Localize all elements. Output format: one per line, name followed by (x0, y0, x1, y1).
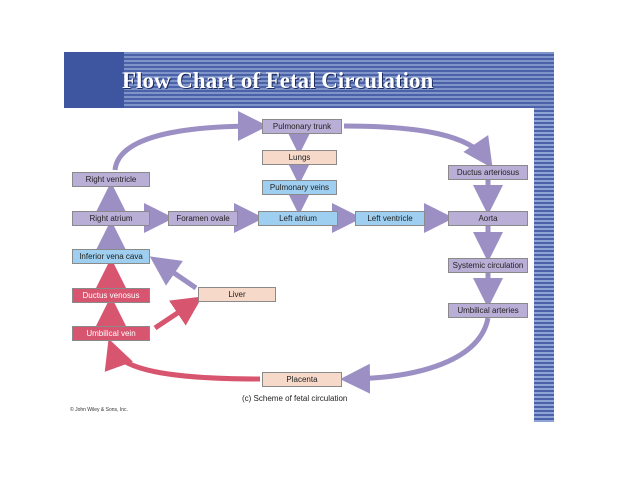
arrow-placenta-to-umbilical-vein (104, 338, 261, 382)
node-aorta: Aorta (448, 211, 528, 226)
node-systemic-circulation: Systemic circulation (448, 258, 528, 273)
node-pulmonary-veins: Pulmonary veins (262, 180, 337, 195)
node-umbilical-vein: Umbilical vein (72, 326, 150, 341)
title-banner-accent (64, 52, 124, 108)
copyright-notice: © John Wiley & Sons, Inc. (70, 407, 128, 413)
node-umbilical-arteries: Umbilical arteries (448, 303, 528, 318)
node-right-atrium: Right atrium (72, 211, 150, 226)
arrow-umbilical-arteries-to-placenta (340, 317, 491, 394)
node-ductus-arteriosus: Ductus arteriosus (448, 165, 528, 180)
node-left-ventricle: Left ventricle (355, 211, 425, 226)
figure-caption: (c) Scheme of fetal circulation (242, 394, 348, 403)
arrow-umbilical-vein-to-liver (153, 296, 203, 331)
node-inferior-vena-cava: Inferior vena cava (72, 249, 150, 264)
node-lungs: Lungs (262, 150, 337, 165)
arrow-liver-to-ivc (149, 256, 198, 291)
right-stripe-band (534, 108, 554, 422)
arrow-pulmonary-trunk-to-ductus-arteriosus (343, 123, 493, 169)
node-right-ventricle: Right ventricle (72, 172, 150, 187)
node-liver: Liver (198, 287, 276, 302)
node-foramen-ovale: Foramen ovale (168, 211, 238, 226)
title-banner (64, 52, 554, 108)
node-left-atrium: Left atrium (258, 211, 338, 226)
node-pulmonary-trunk: Pulmonary trunk (262, 119, 342, 134)
node-placenta: Placenta (262, 372, 342, 387)
slide-title: Flow Chart of Fetal Circulation (122, 68, 434, 93)
node-ductus-venosus: Ductus venosus (72, 288, 150, 303)
arrow-rv-to-pulmonary-trunk (112, 111, 268, 171)
